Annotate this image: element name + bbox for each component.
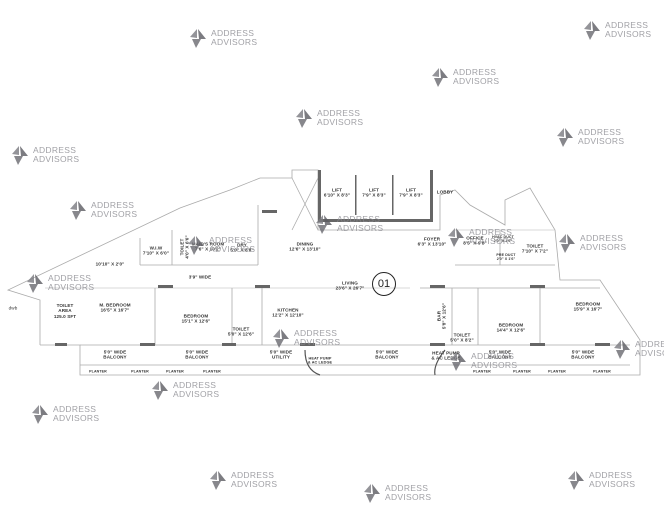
unit-number-badge: 01 [372, 272, 396, 296]
room-label-passage: 3'9" WIDE [188, 274, 212, 280]
room-label-heat-pump-1: HEAT PUMP& AC LEDGE [307, 356, 333, 365]
planter-label: PLANTER [548, 369, 566, 374]
planter-label: PLANTER [166, 369, 184, 374]
planter-label: PLANTER [131, 369, 149, 374]
room-label-lobby: LOBBY [436, 189, 454, 195]
planter-label: PLANTER [89, 369, 107, 374]
room-label-passage-mbr: 10'10" X 2'0" [95, 261, 125, 267]
planter-label: PLANTER [513, 369, 531, 374]
planter-label: PLANTER [473, 369, 491, 374]
room-label-dwb: dwb [8, 305, 18, 311]
planter-label: PLANTER [203, 369, 221, 374]
room-label-heat-pump-2: HEAT PUMP& AC LEDGE [431, 350, 461, 361]
planter-label: PLANTER [593, 369, 611, 374]
